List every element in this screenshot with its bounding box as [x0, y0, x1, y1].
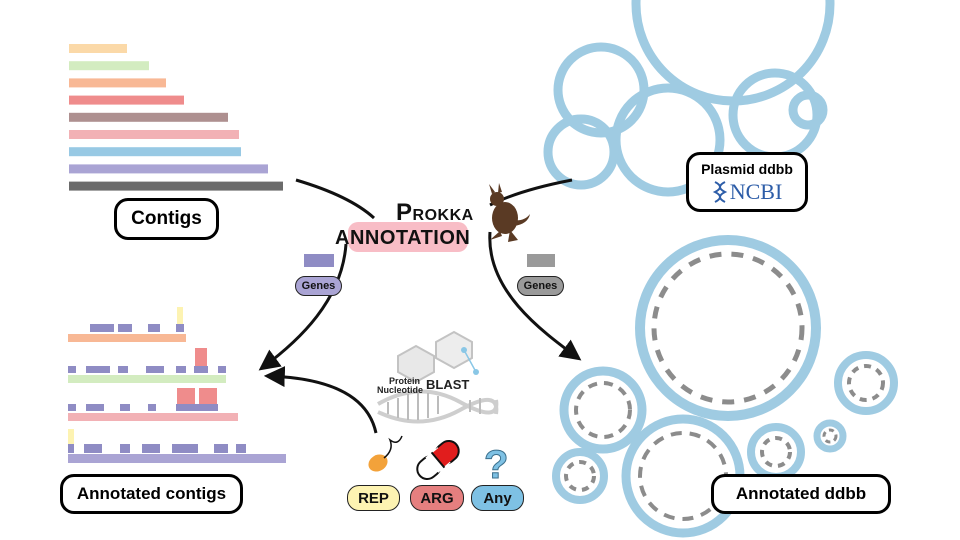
- track-4-gene: [236, 444, 246, 453]
- track-3-gene: [176, 404, 218, 411]
- track-3-arg-mark: [199, 388, 217, 404]
- plasmid-ddbb-title: Plasmid ddbb: [701, 161, 793, 177]
- contigs-label: Contigs: [114, 198, 219, 240]
- annotated-ring-dash: [564, 460, 596, 492]
- annotated-ring: [813, 419, 847, 453]
- kangaroo-icon: [489, 183, 530, 242]
- contigs-to-prokka-curve: [295, 178, 376, 220]
- plasmid-ddbb-box: Plasmid ddbb NCBI: [686, 152, 808, 212]
- annotated-ring: [635, 235, 821, 421]
- track-2-gene: [218, 366, 226, 373]
- track-3-bar: [68, 413, 238, 421]
- annotation-highlight: [348, 222, 468, 252]
- blast-illustration: [377, 330, 499, 424]
- track-4-rep-mark: [68, 429, 74, 444]
- track-3-gene: [148, 404, 156, 411]
- track-2-gene: [118, 366, 128, 373]
- annotated-contig-tracks: [68, 307, 286, 463]
- annotated-ring: [747, 423, 805, 481]
- track-4-gene: [172, 444, 198, 453]
- track-2-bar: [68, 375, 226, 383]
- prokka-to-annotated-contigs-arrow: [258, 243, 348, 371]
- contig-bars: [69, 44, 283, 191]
- plasmid-ring: [788, 90, 828, 130]
- contig-bar: [69, 78, 166, 88]
- genes-right-icon: [527, 254, 555, 267]
- annotated-contigs-label: Annotated contigs: [60, 474, 243, 514]
- rep-bacterium-icon: [368, 435, 403, 472]
- annotation-title: ANNOTATION: [335, 227, 471, 249]
- annotated-ring-dash: [574, 381, 632, 439]
- flow-arrows: [258, 178, 582, 434]
- contig-bar: [69, 95, 184, 105]
- contig-bar: [69, 147, 241, 157]
- genes-left-icon: [304, 254, 334, 267]
- any-pill: Any: [471, 485, 524, 511]
- track-1-gene: [118, 324, 132, 332]
- blast-to-annotated-contigs-arrow: [263, 366, 378, 434]
- track-1-gene: [176, 324, 184, 332]
- contig-bar: [69, 112, 228, 122]
- annotated-ring-dash: [847, 364, 885, 402]
- track-2-gene: [146, 366, 164, 373]
- arg-pill: ARG: [410, 485, 464, 511]
- contig-bar: [69, 130, 239, 139]
- track-1-rep-mark: [177, 307, 183, 324]
- prokka-rest: ROKKA: [412, 207, 474, 224]
- track-4-gene: [120, 444, 130, 453]
- track-1-gene: [148, 324, 160, 332]
- plasmid-ring: [728, 68, 822, 162]
- arg-capsule-icon: [416, 440, 460, 480]
- track-2-gene: [86, 366, 110, 373]
- track-3-gene: [120, 404, 130, 411]
- annotated-ring-dash: [760, 436, 792, 468]
- track-4-gene: [84, 444, 102, 453]
- track-4-gene: [214, 444, 228, 453]
- genes-left-pill: Genes: [295, 276, 342, 296]
- annotated-ring: [834, 351, 898, 415]
- annotated-ring-dash: [822, 428, 838, 444]
- prokka-initial: P: [396, 199, 413, 226]
- question-mark-icon: ?: [484, 443, 508, 487]
- track-3-arg-mark: [177, 388, 195, 404]
- track-2-gene: [176, 366, 186, 373]
- blast-title: BLAST: [426, 377, 469, 392]
- ncbi-logo: NCBI: [712, 179, 783, 205]
- track-1-gene: [90, 324, 114, 332]
- prokka-title: PROKKA: [396, 199, 474, 227]
- ncbi-text: NCBI: [729, 179, 783, 204]
- track-2-gene: [68, 366, 76, 373]
- annotated-ddbb-label: Annotated ddbb: [711, 474, 891, 514]
- prokka-to-annotated-ddbb-arrow: [488, 231, 582, 361]
- track-3-gene: [68, 404, 76, 411]
- track-4-bar: [68, 454, 286, 463]
- blast-nucleotide-label: Nucleotide: [377, 385, 423, 395]
- annotated-ring: [559, 366, 647, 454]
- track-1-bar: [68, 334, 186, 342]
- contig-bar: [69, 61, 149, 71]
- blast-protein-label: Protein: [389, 376, 420, 386]
- track-2-gene: [194, 366, 208, 373]
- track-3-gene: [86, 404, 104, 411]
- contig-bar: [69, 44, 127, 53]
- contig-bar: [69, 181, 283, 191]
- genes-right-pill: Genes: [517, 276, 564, 296]
- plasmid-ring: [543, 114, 619, 190]
- annotated-ring-dash: [651, 251, 805, 405]
- contig-bar: [69, 164, 268, 174]
- ncbi-helix-icon: [712, 181, 727, 203]
- track-2-arg-mark: [195, 348, 207, 366]
- annotated-ring: [552, 448, 608, 504]
- track-4-gene: [68, 444, 74, 453]
- rep-pill: REP: [347, 485, 400, 511]
- track-4-gene: [142, 444, 160, 453]
